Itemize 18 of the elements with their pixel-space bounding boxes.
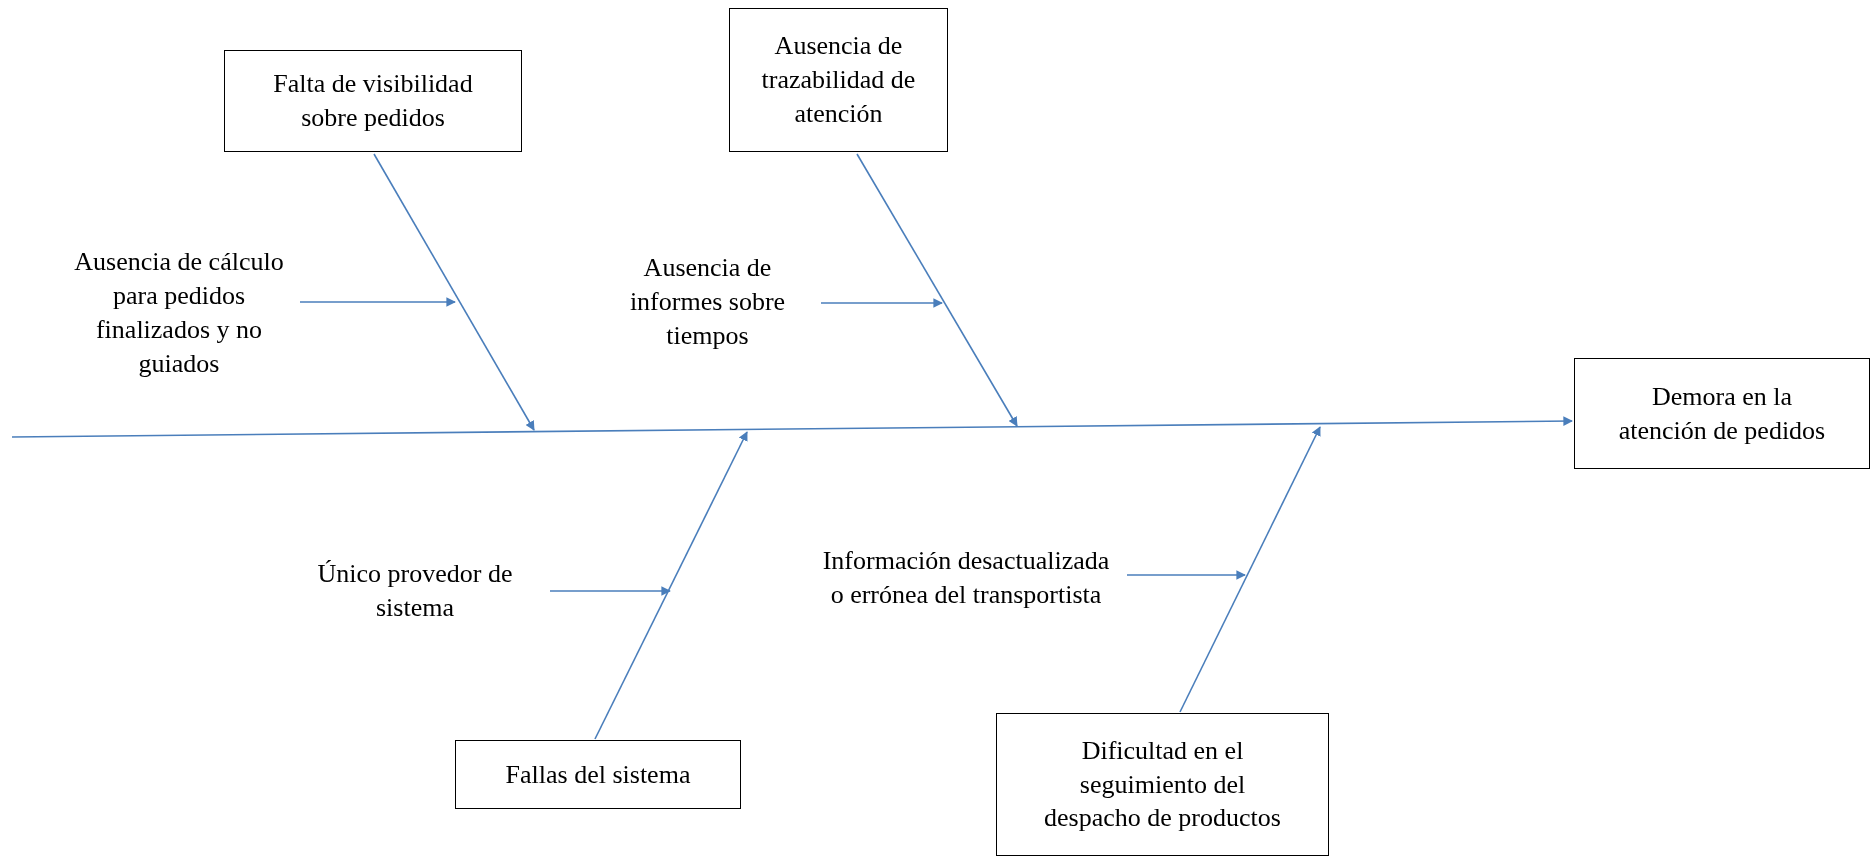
cause-text: Único provedor de sistema: [300, 553, 550, 629]
arrow: [299, 297, 456, 307]
cause-text: Información desactualizada o errónea del transportista: [805, 522, 1127, 634]
cause-box: Falta de visibilidad sobre pedidos: [224, 50, 522, 152]
cause-box: Fallas del sistema: [455, 740, 741, 809]
arrow: [1126, 570, 1246, 580]
spine-arrow: [11, 416, 1573, 438]
effect-box: Demora en la atención de pedidos: [1574, 358, 1870, 469]
arrow: [594, 431, 748, 740]
cause-text: Ausencia de cálculo para pedidos finalizados y no guiados: [64, 240, 300, 386]
arrow: [1179, 426, 1321, 713]
arrow: [820, 298, 943, 308]
cause-text: Ausencia de informes sobre tiempos: [610, 248, 821, 356]
cause-box: Ausencia de trazabilidad de atención: [729, 8, 948, 152]
arrow: [549, 586, 671, 596]
arrow: [856, 153, 1018, 427]
arrow: [373, 153, 535, 431]
cause-box: Dificultad en el seguimiento del despacho de productos: [996, 713, 1329, 856]
